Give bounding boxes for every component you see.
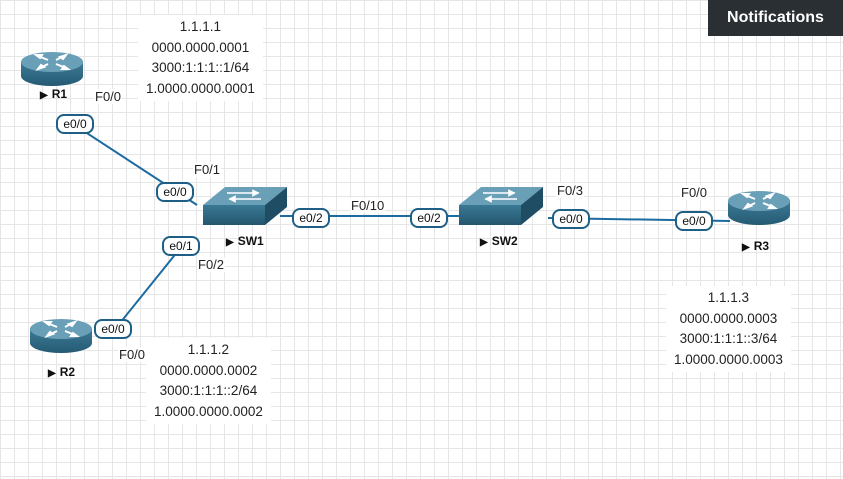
device-name: SW1 <box>237 234 264 248</box>
play-icon: ▶ <box>40 90 48 101</box>
device-label-sw2[interactable]: ▶SW2 <box>480 234 518 248</box>
port-badge-sw2-e02[interactable]: e0/2 <box>410 208 448 228</box>
link-r2-sw1[interactable] <box>115 245 183 329</box>
port-badge-sw1-e01[interactable]: e0/1 <box>162 236 200 256</box>
play-icon: ▶ <box>742 242 750 253</box>
device-name: R2 <box>59 365 76 379</box>
note-line: 0000.0000.0002 <box>159 362 258 378</box>
router-icon[interactable] <box>30 319 92 353</box>
port-badge-sw1-e02[interactable]: e0/2 <box>292 208 330 228</box>
note-r1[interactable]: 1.1.1.1 0000.0000.0001 3000:1:1:1::1/64 … <box>138 15 263 101</box>
play-icon: ▶ <box>226 237 234 248</box>
port-badge-r2-e00[interactable]: e0/0 <box>94 319 132 339</box>
port-label-r1-f00: F0/0 <box>94 89 123 104</box>
note-line: 3000:1:1:1::1/64 <box>151 60 250 75</box>
notifications-button[interactable]: Notifications <box>708 0 843 36</box>
device-name: R3 <box>753 239 770 253</box>
port-label-sw1-f02: F0/2 <box>197 257 226 272</box>
note-r2[interactable]: 1.1.1.2 0000.0000.0002 3000:1:1:1::2/64 … <box>146 338 271 424</box>
port-label-link-f010: F0/10 <box>350 198 386 213</box>
note-line: 1.1.1.3 <box>707 290 750 305</box>
port-badge-r1-e00[interactable]: e0/0 <box>56 114 94 134</box>
note-line: 1.1.1.1 <box>179 19 222 34</box>
port-badge-sw1-e00[interactable]: e0/0 <box>156 182 194 202</box>
port-label-r2-f00: F0/0 <box>118 347 147 362</box>
play-icon: ▶ <box>48 368 56 379</box>
note-line: 1.0000.0000.0003 <box>674 351 783 367</box>
device-name: R1 <box>51 87 68 101</box>
note-line: 3000:1:1:1::3/64 <box>679 331 778 346</box>
note-line: 3000:1:1:1::2/64 <box>159 383 258 398</box>
note-line: 0000.0000.0003 <box>679 310 778 326</box>
router-icon[interactable] <box>728 191 790 225</box>
device-name: SW2 <box>491 234 518 248</box>
port-label-sw1-f01: F0/1 <box>193 162 222 177</box>
device-label-r2[interactable]: ▶R2 <box>48 365 75 379</box>
switch-icon[interactable] <box>203 187 287 225</box>
port-label-sw2-f03: F0/3 <box>556 183 585 198</box>
play-icon: ▶ <box>480 237 488 248</box>
router-icon[interactable] <box>21 52 83 86</box>
device-label-r1[interactable]: ▶R1 <box>40 87 67 101</box>
note-r3[interactable]: 1.1.1.3 0000.0000.0003 3000:1:1:1::3/64 … <box>666 286 791 372</box>
switch-icon[interactable] <box>459 187 543 225</box>
device-label-sw1[interactable]: ▶SW1 <box>226 234 264 248</box>
port-badge-r3-e00[interactable]: e0/0 <box>675 211 713 231</box>
note-line: 0000.0000.0001 <box>151 39 250 55</box>
note-line: 1.0000.0000.0002 <box>154 403 263 419</box>
note-line: 1.1.1.2 <box>187 342 230 357</box>
note-line: 1.0000.0000.0001 <box>146 80 255 96</box>
links <box>72 123 731 329</box>
device-label-r3[interactable]: ▶R3 <box>742 239 769 253</box>
port-label-r3-f00: F0/0 <box>680 185 709 200</box>
port-badge-sw2-e00[interactable]: e0/0 <box>552 209 590 229</box>
